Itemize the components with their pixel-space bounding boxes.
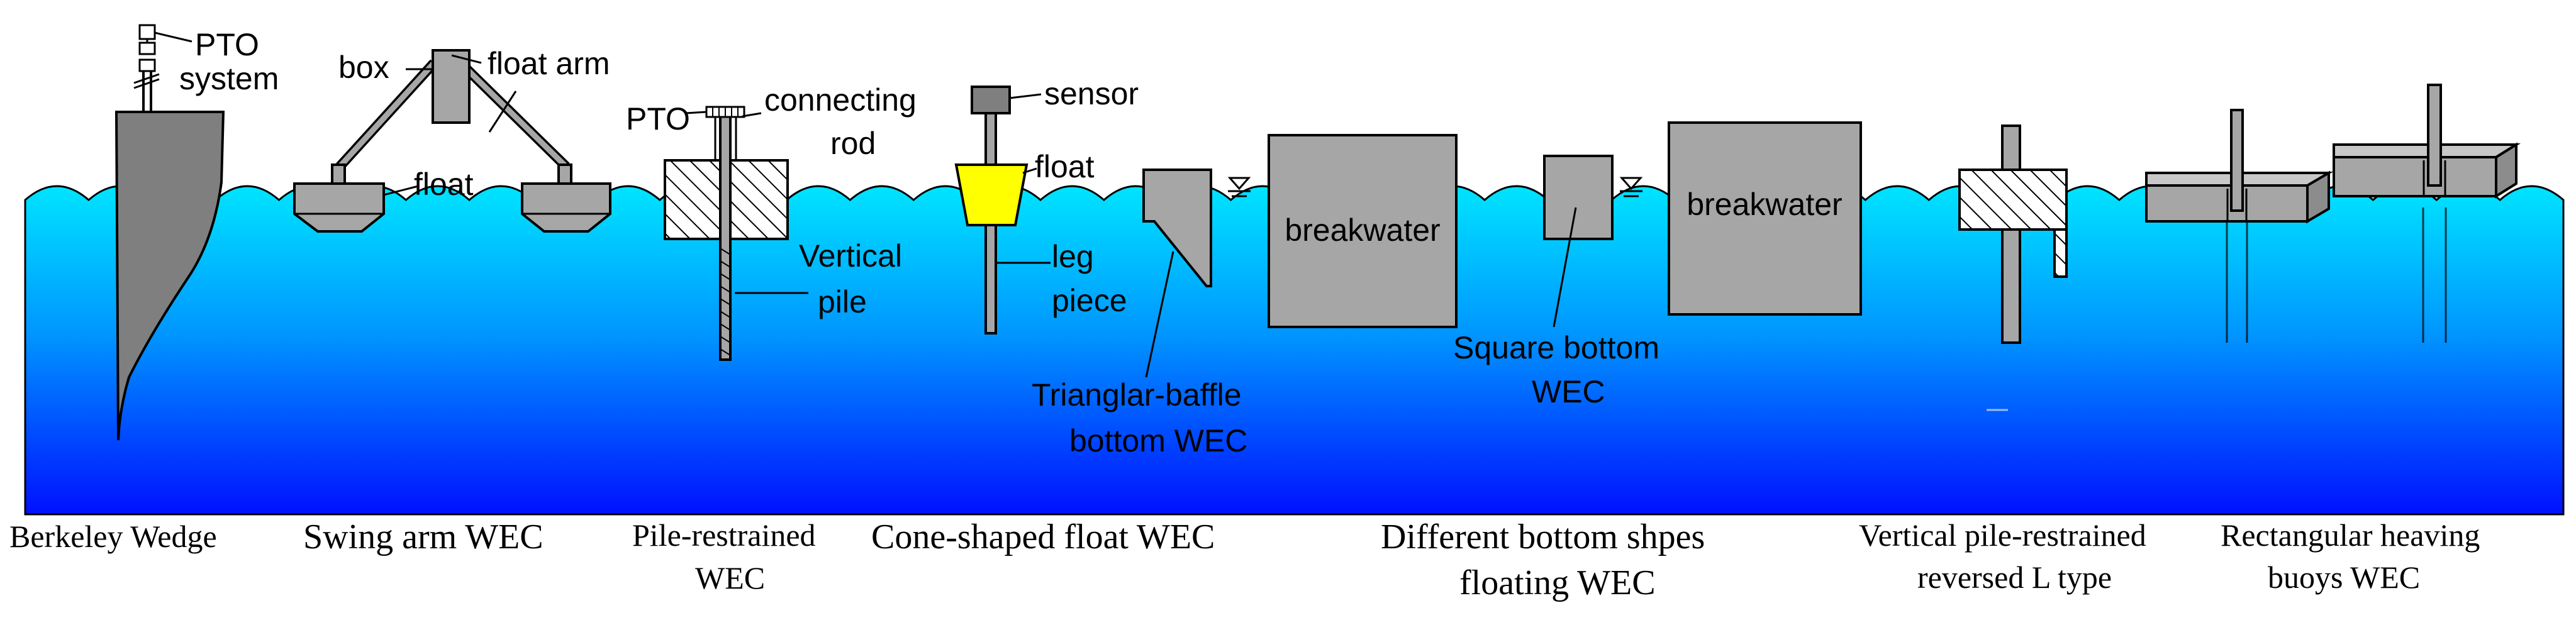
float-arm-label: float arm <box>488 46 610 81</box>
left-buoy-side <box>2306 170 2330 224</box>
sensor-label: sensor <box>1044 76 1139 111</box>
caption-cone-shaped: Cone-shaped float WEC <box>871 517 1215 556</box>
captions: Berkeley Wedge Swing arm WEC Pile-restra… <box>9 517 2480 602</box>
pto-block <box>138 24 156 40</box>
water-level-symbol <box>1619 177 1643 197</box>
square-bottom-label-2: WEC <box>1532 374 1605 409</box>
water-level-symbol <box>1227 177 1251 197</box>
swing-float-right <box>521 182 611 233</box>
vertical-pile-label-2: pile <box>818 284 867 319</box>
pto-block <box>138 41 156 55</box>
connecting-rod-label-1: connecting <box>764 82 917 118</box>
reversed-l-wec <box>1958 124 2068 411</box>
right-buoy-front <box>2333 156 2497 197</box>
caption-different-bottom-2: floating WEC <box>1459 563 1656 602</box>
pto-system-label-2: system <box>179 61 279 96</box>
reversed-l-pile <box>2001 124 2021 344</box>
caption-rectangular-1: Rectangular heaving <box>2221 517 2480 553</box>
square-bottom-label-1: Square bottom <box>1453 330 1659 365</box>
piece-label: piece <box>1052 283 1127 318</box>
caption-pile-restrained-1: Pile-restrained <box>632 517 816 553</box>
right-buoy-side <box>2495 142 2517 199</box>
leg-label: leg <box>1052 239 1094 274</box>
caption-different-bottom-1: Different bottom shpes <box>1381 517 1705 556</box>
float-label-cone: float <box>1035 149 1095 184</box>
caption-reversed-l-2: reversed L type <box>1917 560 2112 595</box>
rectangular-heaving-buoys-wec <box>2145 84 2521 343</box>
breakwater-2 <box>1668 121 1862 316</box>
caption-rectangular-2: buoys WEC <box>2268 560 2420 595</box>
caption-swing-arm: Swing arm WEC <box>303 517 544 556</box>
vertical-pile-label-1: Vertical <box>799 238 902 274</box>
pto-label-pile: PTO <box>626 101 690 136</box>
pto-system-label-1: PTO <box>195 27 259 62</box>
left-buoy-pile <box>2230 109 2244 212</box>
right-buoy-pile <box>2427 84 2442 187</box>
box-label: box <box>338 50 389 85</box>
different-bottom-shapes-wec: Trianglar-baffle bottom WEC breakwater S… <box>1032 121 1862 458</box>
connecting-rod-label-2: rod <box>830 126 876 161</box>
swing-arm-wec: box float arm float <box>293 46 611 233</box>
triangular-baffle-label-1: Trianglar-baffle <box>1032 377 1242 412</box>
berkeley-wedge-body <box>114 111 225 441</box>
caption-reversed-l-1: Vertical pile-restrained <box>1859 517 2146 553</box>
cone-shaped-float-wec: sensor float leg piece <box>954 76 1139 335</box>
breakwater-1-label: breakwater <box>1285 213 1440 248</box>
cone-float <box>954 163 1029 226</box>
breakwater-1 <box>1268 134 1458 328</box>
float-label-swing: float <box>414 167 474 202</box>
pto-block <box>138 58 156 72</box>
triangular-baffle-float <box>1142 169 1212 287</box>
vertical-pile <box>719 112 732 361</box>
box <box>432 49 471 124</box>
berkeley-wedge: PTO system <box>114 24 279 441</box>
breakwater-2-label: breakwater <box>1687 187 1842 222</box>
reversed-l-float <box>1958 169 2068 231</box>
caption-pile-restrained-2: WEC <box>695 560 765 595</box>
square-bottom-float <box>1543 155 1614 240</box>
caption-berkeley-wedge: Berkeley Wedge <box>9 519 217 554</box>
swing-float-left <box>293 182 385 233</box>
right-buoy-top <box>2333 143 2521 158</box>
sensor <box>971 86 1011 114</box>
triangular-baffle-label-2: bottom WEC <box>1069 423 1247 458</box>
reversed-l-skirt <box>2053 228 2068 278</box>
pile-restrained-wec: PTO connecting rod Vertical pile <box>626 82 917 361</box>
